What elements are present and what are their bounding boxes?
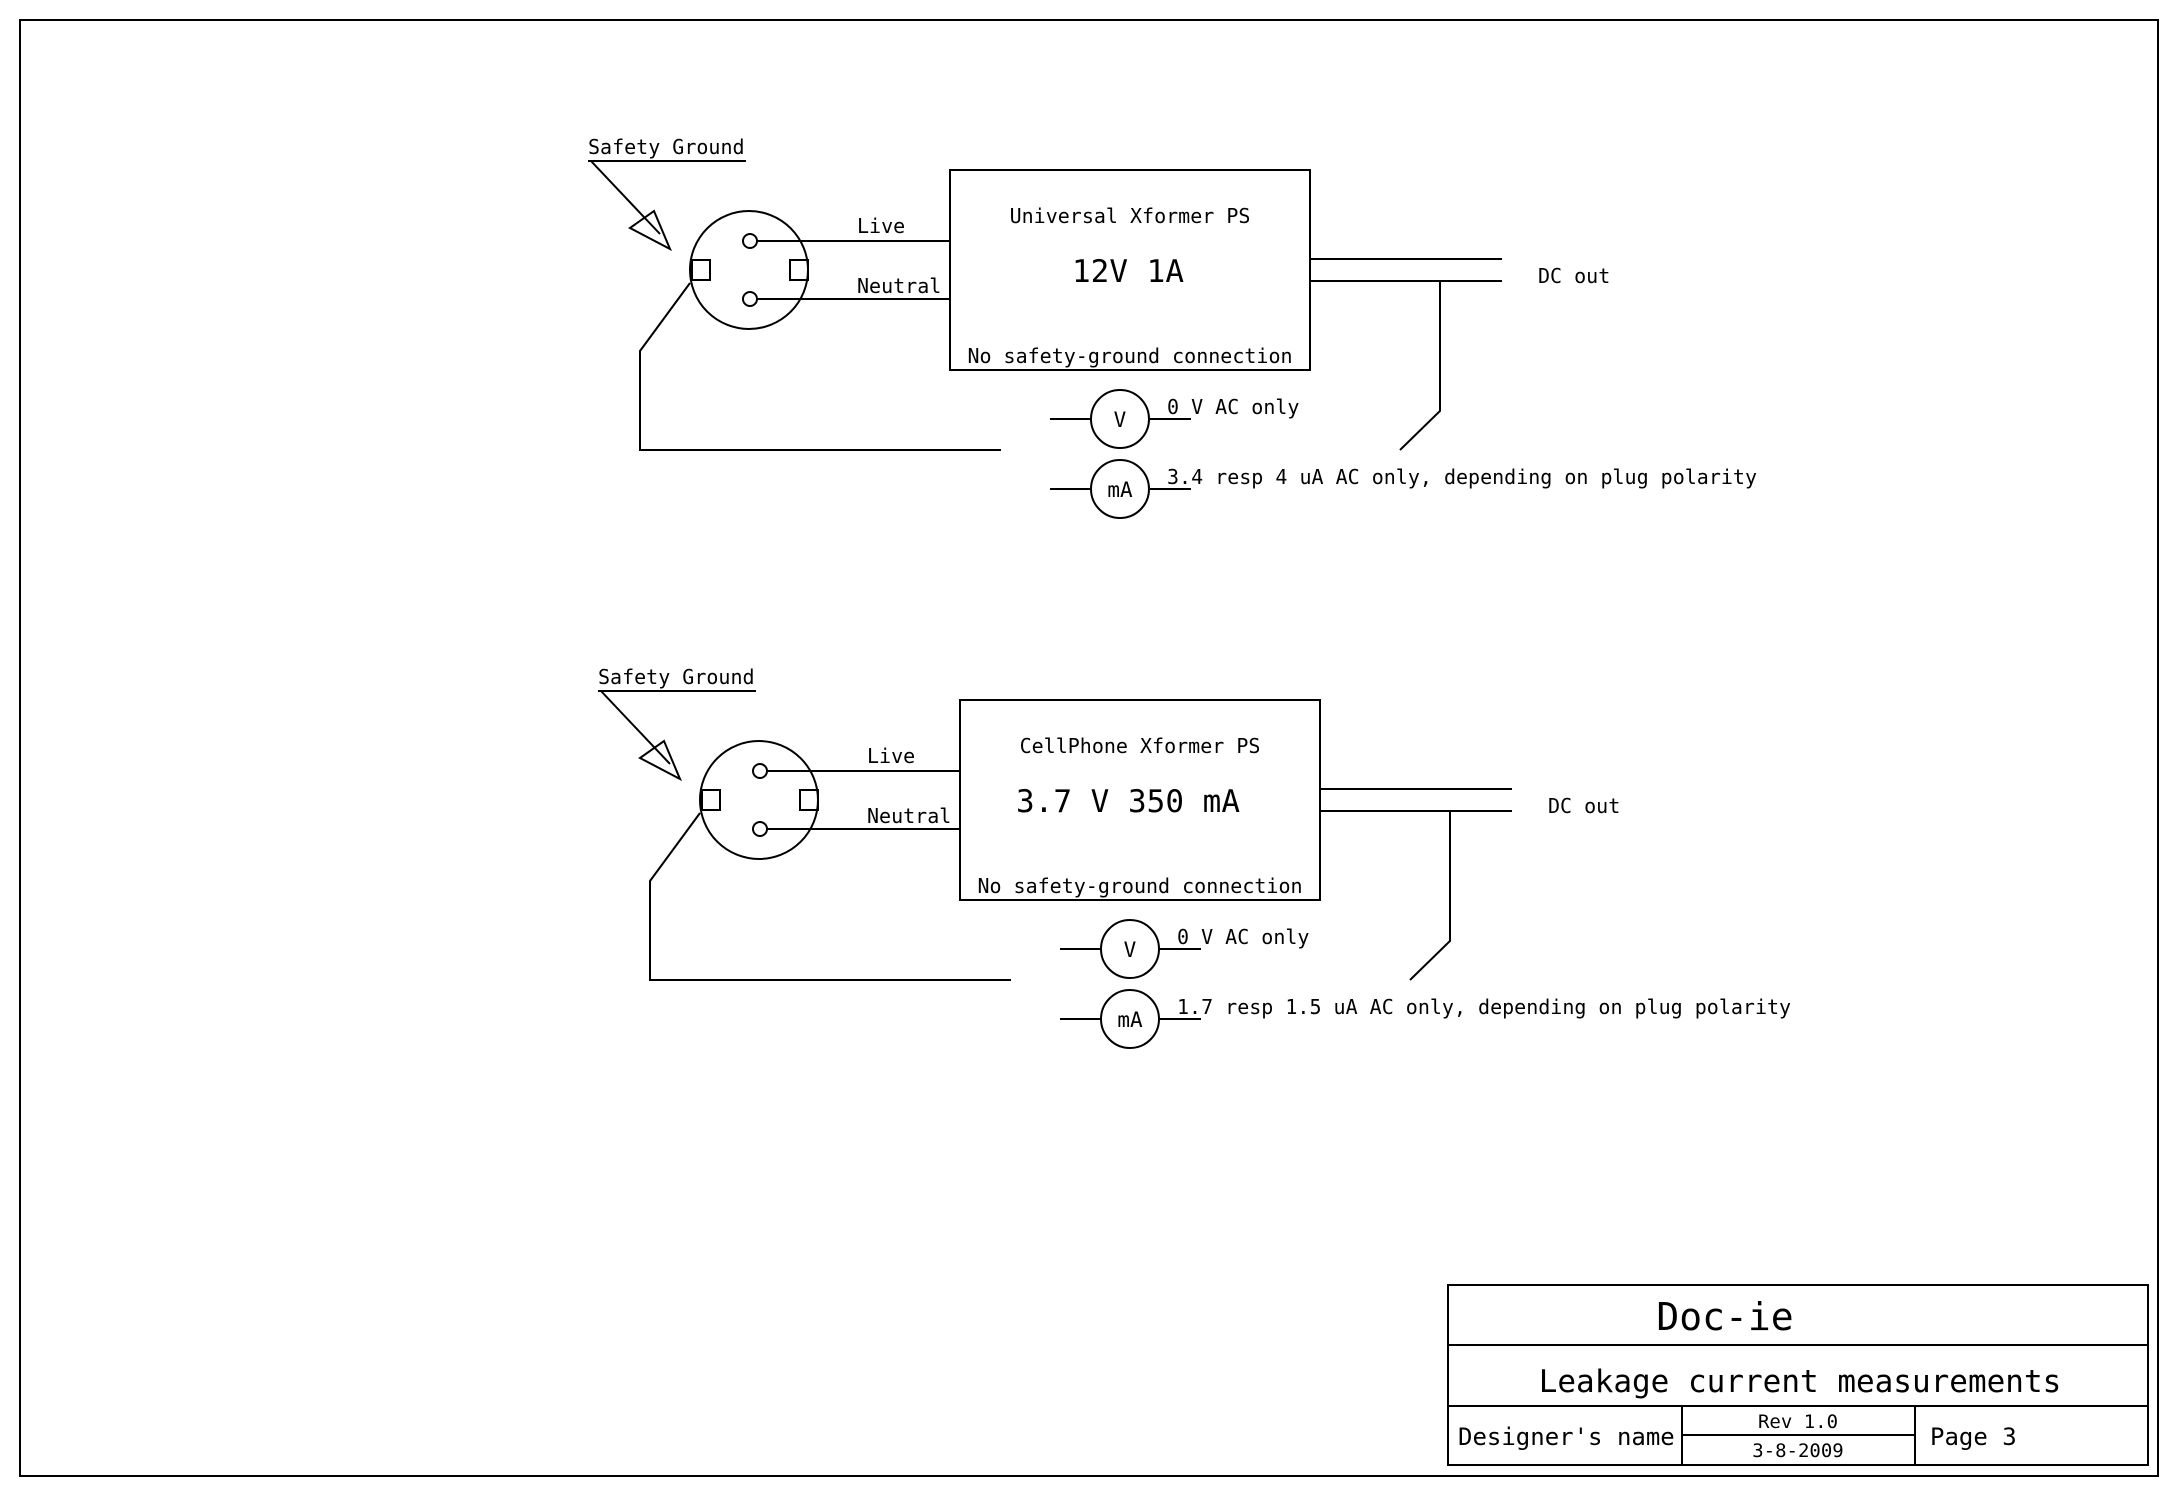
voltmeter: V 0 V AC only bbox=[1060, 919, 1309, 979]
ground-contact-left-icon bbox=[701, 789, 721, 811]
sheet-border bbox=[19, 19, 2159, 1477]
neutral-pin-icon bbox=[752, 821, 768, 837]
live-pin-icon bbox=[742, 233, 758, 249]
voltmeter-symbol: V bbox=[1124, 938, 1137, 962]
drawing-date: 3-8-2009 bbox=[1752, 1440, 1844, 1462]
safety-ground-callout: Safety Ground bbox=[598, 665, 756, 782]
arrow-head-icon bbox=[638, 739, 683, 782]
neutral-label: Neutral bbox=[867, 804, 951, 828]
live-label: Live bbox=[857, 214, 905, 238]
company-name: Doc-ie bbox=[1656, 1295, 1793, 1339]
mains-plug-icon bbox=[689, 210, 809, 330]
live-pin-icon bbox=[752, 763, 768, 779]
ammeter: mA 3.4 resp 4 uA AC only, depending on p… bbox=[1050, 459, 1757, 519]
mains-plug-icon bbox=[699, 740, 819, 860]
neutral-pin-icon bbox=[742, 291, 758, 307]
power-supply-title: Universal Xformer PS bbox=[1010, 204, 1251, 228]
live-label: Live bbox=[867, 744, 915, 768]
leader-line bbox=[590, 160, 661, 235]
circuit-1: Safety Ground Live Neutral Universal Xfo… bbox=[588, 135, 1757, 519]
power-supply-rating: 3.7 V 350 mA bbox=[1016, 784, 1240, 820]
circuit-2: Safety Ground Live Neutral CellPhone Xfo… bbox=[598, 665, 1791, 1049]
power-supply-box: Universal Xformer PS 12V 1A No safety-gr… bbox=[949, 169, 1311, 371]
ammeter-symbol: mA bbox=[1117, 1008, 1143, 1032]
no-ground-note: No safety-ground connection bbox=[967, 344, 1292, 368]
leader-line bbox=[600, 690, 671, 765]
drawing-title: Leakage current measurements bbox=[1539, 1364, 2062, 1400]
arrow-head-icon bbox=[628, 209, 673, 252]
ground-measurement-wire bbox=[649, 812, 1011, 981]
voltmeter: V 0 V AC only bbox=[1050, 389, 1299, 449]
measurement-return-wire bbox=[1399, 281, 1441, 451]
power-supply-box: CellPhone Xformer PS 3.7 V 350 mA No saf… bbox=[959, 699, 1321, 901]
ground-measurement-wire bbox=[639, 282, 1001, 451]
power-supply-outline bbox=[949, 169, 1311, 371]
power-supply-rating: 12V 1A bbox=[1072, 254, 1184, 290]
neutral-label: Neutral bbox=[857, 274, 941, 298]
voltmeter-symbol: V bbox=[1114, 408, 1127, 432]
dc-out-label: DC out bbox=[1538, 264, 1610, 288]
ammeter-symbol: mA bbox=[1107, 478, 1133, 502]
voltmeter-reading: 0 V AC only bbox=[1167, 395, 1299, 419]
ground-contact-right-icon bbox=[799, 789, 819, 811]
dc-out-label: DC out bbox=[1548, 794, 1620, 818]
ammeter-reading: 1.7 resp 1.5 uA AC only, depending on pl… bbox=[1177, 995, 1791, 1019]
designer-name: Designer's name bbox=[1458, 1423, 1675, 1451]
safety-ground-label: Safety Ground bbox=[598, 665, 755, 689]
safety-ground-label: Safety Ground bbox=[588, 135, 745, 159]
title-block-outline bbox=[1447, 1284, 2149, 1466]
revision: Rev 1.0 bbox=[1758, 1411, 1838, 1433]
power-supply-outline bbox=[959, 699, 1321, 901]
ground-contact-left-icon bbox=[691, 259, 711, 281]
voltmeter-reading: 0 V AC only bbox=[1177, 925, 1309, 949]
measurement-return-wire bbox=[1409, 811, 1451, 981]
no-ground-note: No safety-ground connection bbox=[977, 874, 1302, 898]
ground-contact-right-icon bbox=[789, 259, 809, 281]
ammeter-reading: 3.4 resp 4 uA AC only, depending on plug… bbox=[1167, 465, 1757, 489]
power-supply-title: CellPhone Xformer PS bbox=[1020, 734, 1261, 758]
title-block: Doc-ie Leakage current measurements Desi… bbox=[1447, 1284, 2149, 1466]
page-number: Page 3 bbox=[1930, 1423, 2017, 1451]
ammeter: mA 1.7 resp 1.5 uA AC only, depending on… bbox=[1060, 989, 1791, 1049]
safety-ground-callout: Safety Ground bbox=[588, 135, 746, 252]
